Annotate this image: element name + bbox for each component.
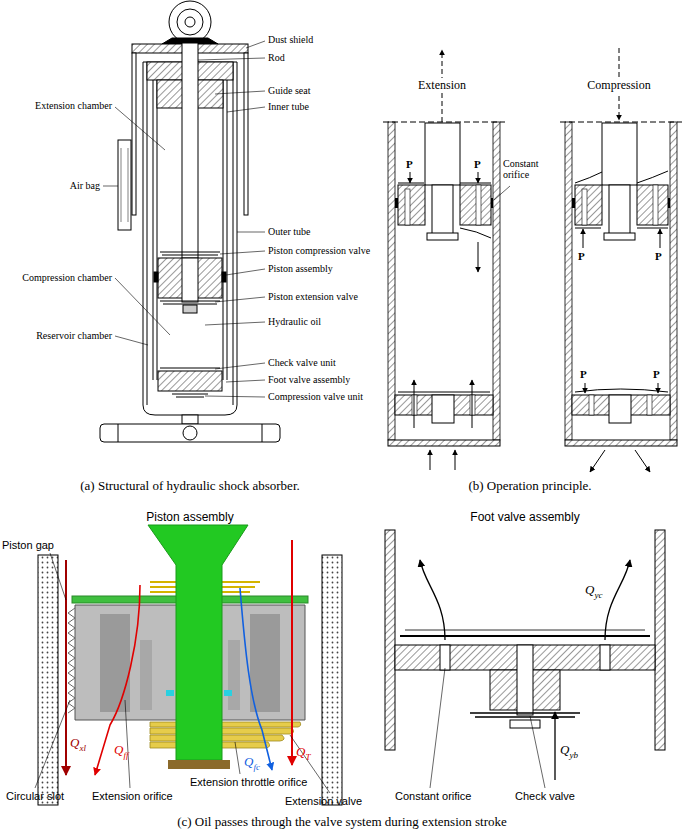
pressure-label: P [474,158,481,170]
caption: (c) Oil passes through the valve system … [177,814,507,830]
flow-label: QT [296,744,310,762]
part-label: Dust shield [268,34,313,45]
part-label: Extension chamber [35,100,112,111]
part-label: Piston extension valve [268,291,358,302]
part-label: Constant orifice [395,790,471,802]
flow-label: Qfc [244,754,260,772]
panel-title: Foot valve assembly [470,510,579,524]
flow-label: Qff [114,742,128,760]
part-label: Extension throttle orifice [190,776,307,788]
part-label: Check valve [515,790,575,802]
flow-label: Qyc [585,582,602,600]
part-label: Inner tube [268,101,309,112]
part-label: Rod [268,52,285,63]
part-label: Piston gap [2,539,54,551]
part-label: Guide seat [268,85,311,96]
part-label: Reservoir chamber [36,330,112,341]
flow-label: Qxl [70,735,86,753]
part-label: Piston compression valve [268,245,370,256]
part-label: Extension valve [285,795,362,807]
pressure-label: P [578,250,585,262]
stroke-label: Extension [416,78,468,93]
pressure-label: P [406,158,413,170]
pressure-label: P [655,250,662,262]
stroke-label: Compression [585,78,652,93]
caption: (b) Operation principle. [468,478,591,494]
part-label: Extension orifice [92,790,173,802]
part-label: Outer tube [268,226,311,237]
part-label: Check valve unit [268,357,336,368]
pressure-label: P [580,368,587,380]
part-label: Constant orifice [503,158,561,180]
caption: (a) Structural of hydraulic shock absorb… [80,478,299,494]
flow-label: Qyb [560,742,578,760]
part-label: Piston assembly [268,263,333,274]
panel-title: Piston assembly [146,510,233,524]
part-label: Circular slot [6,790,64,802]
pressure-label: P [653,368,660,380]
part-label: Compression valve unit [268,391,363,402]
part-label: Foot valve assembly [268,374,350,385]
part-label: Hydraulic oil [268,316,321,327]
part-label: Air bag [70,180,100,191]
part-label: Compression chamber [22,272,112,283]
